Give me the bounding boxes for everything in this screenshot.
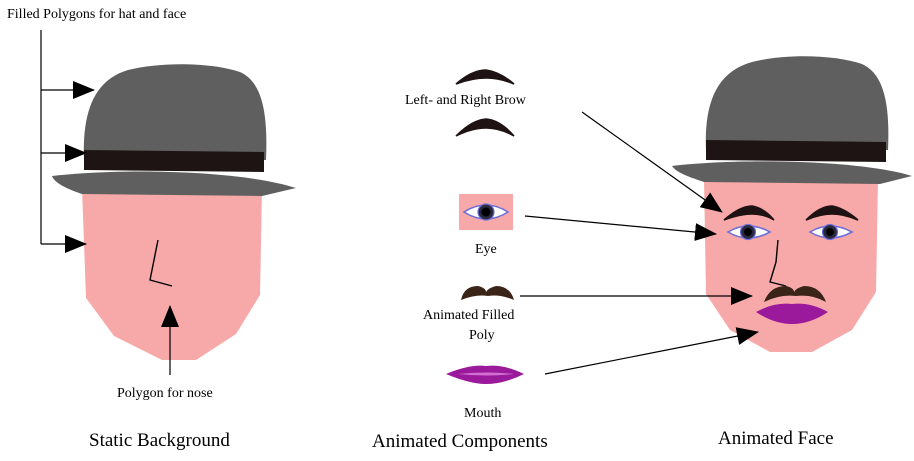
polygon-nose-label: Polygon for nose xyxy=(117,387,213,401)
static-hat-band xyxy=(84,150,264,172)
arrow-brow xyxy=(582,112,722,212)
animated-components-caption: Animated Components xyxy=(372,432,548,451)
static-background-face xyxy=(52,64,296,360)
arrow-eye xyxy=(525,216,716,234)
static-face-polygon xyxy=(82,188,262,360)
static-hat-crown xyxy=(84,64,267,160)
component-brow-bottom xyxy=(456,119,514,136)
static-background-caption: Static Background xyxy=(89,431,230,450)
animated-filled-poly-label-line2: Poly xyxy=(469,329,495,343)
animated-filled-poly-label-line1: Animated Filled xyxy=(423,309,514,323)
animated-face-polygon xyxy=(704,178,878,352)
filled-polygons-label: Filled Polygons for hat and face xyxy=(7,8,186,22)
component-brow-top xyxy=(456,70,514,84)
arrow-mouth xyxy=(545,332,758,374)
animated-hat-crown xyxy=(706,56,889,150)
left-right-brow-label: Left- and Right Brow xyxy=(405,94,526,108)
eye-label: Eye xyxy=(475,243,497,257)
animated-hat-brim xyxy=(672,161,912,184)
animated-hat-band xyxy=(706,140,886,162)
animated-face-caption: Animated Face xyxy=(718,429,834,448)
animated-face xyxy=(672,56,912,352)
mouth-label: Mouth xyxy=(464,407,501,421)
static-hat-brim xyxy=(52,172,296,196)
component-mustache xyxy=(461,286,514,300)
